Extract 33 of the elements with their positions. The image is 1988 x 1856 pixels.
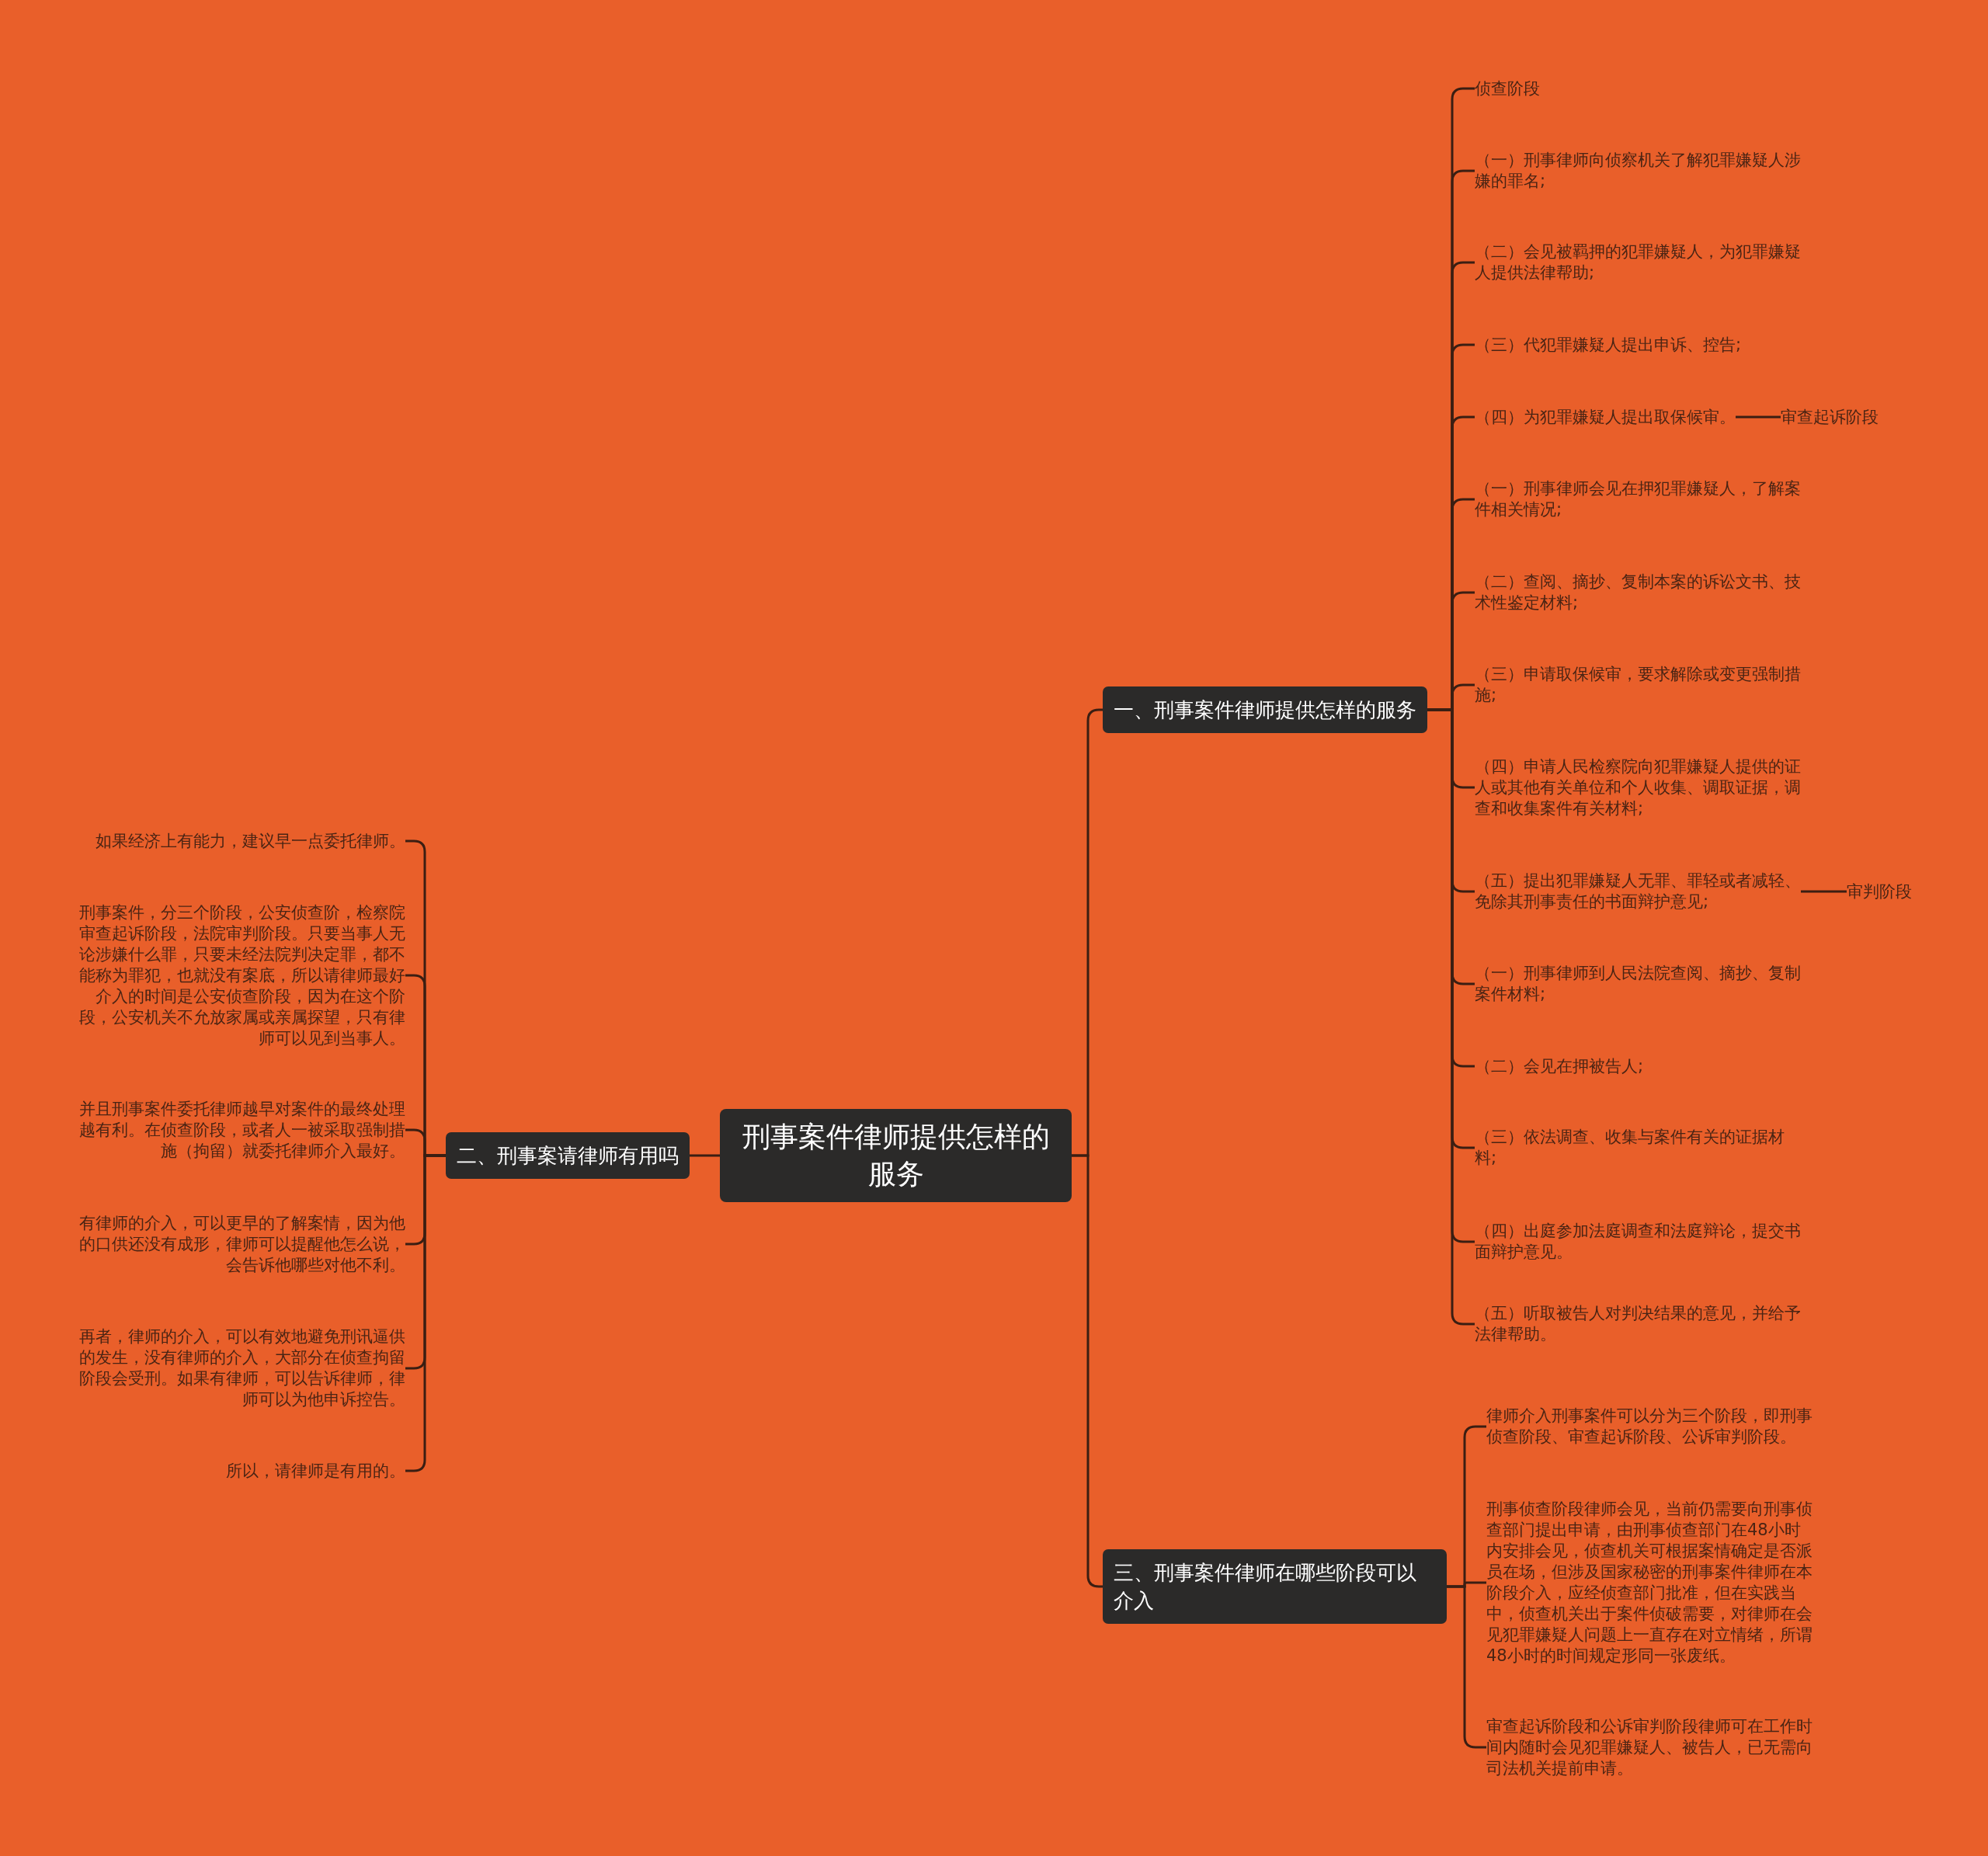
topic-text: 审判阶段 — [1847, 881, 1912, 902]
topic-text: （三）申请取保候审，要求解除或变更强制措施; — [1475, 664, 1801, 706]
topic-text: （三）代犯罪嫌疑人提出申诉、控告; — [1475, 334, 1742, 356]
connector-line — [690, 1154, 720, 1157]
topic-text: 刑事案件，分三个阶段，公安侦查阶，检察院审查起诉阶段，法院审判阶段。只要当事人无论涉嫌什么罪，只要未经法院判决定罪，都不能称为罪犯，也就没有案底，所以请律师最好介入的时间是公安侦查阶段，因为在这个阶段，公安机关不允放家属或亲属探望，只有律师可以见到当事人。 — [79, 902, 405, 1049]
topic-text: （一）刑事律师到人民法院查阅、摘抄、复制案件材料; — [1475, 963, 1801, 1005]
topic-text: （一）刑事律师会见在押犯罪嫌疑人，了解案件相关情况; — [1475, 478, 1801, 520]
topic-text: （四）申请人民检察院向犯罪嫌疑人提供的证人或其他有关单位和个人收集、调取证据，调查和收集案件有关材料; — [1475, 756, 1801, 819]
topic-text: 审查起诉阶段 — [1781, 406, 1879, 428]
topic-text: 侦查阶段 — [1475, 78, 1540, 99]
topic-text: 所以，请律师是有用的。 — [79, 1460, 405, 1482]
topic-text: 如果经济上有能力，建议早一点委托律师。 — [79, 830, 405, 852]
topic-text: （二）查阅、摘抄、复制本案的诉讼文书、技术性鉴定材料; — [1475, 572, 1801, 613]
topic-text: 审查起诉阶段和公诉审判阶段律师可在工作时间内随时会见犯罪嫌疑人、被告人，已无需向司法机关提前申请。 — [1486, 1715, 1812, 1779]
topic-text: （一）刑事律师向侦察机关了解犯罪嫌疑人涉嫌的罪名; — [1475, 150, 1801, 192]
topic-text: 再者，律师的介入，可以有效地避免刑讯逼供的发生，没有律师的介入，大部分在侦查拘留阶段会受刑。如果有律师，可以告诉律师，律师可以为他申诉控告。 — [79, 1326, 405, 1410]
topic-text: （二）会见在押被告人; — [1475, 1055, 1644, 1077]
topic-text: （二）会见被羁押的犯罪嫌疑人，为犯罪嫌疑人提供法律帮助; — [1475, 242, 1801, 283]
branch-topic-box: 二、刑事案请律师有用吗 — [446, 1132, 690, 1179]
topic-text: 刑事侦查阶段律师会见，当前仍需要向刑事侦查部门提出申请，由刑事侦查部门在48小时内安排会见，侦查机关可根据案情确定是否派员在场，但涉及国家秘密的刑事案件律师在本阶段介入，应经侦查部门批准，但在实践当中，侦查机关出于案件侦破需要，对律师在会见犯罪嫌疑人问题上一直存在对立情绪，所谓48小时的时间规定形同一张废纸。 — [1486, 1499, 1812, 1667]
central-topic-box: 刑事案件律师提供怎样的服务 — [720, 1109, 1072, 1202]
topic-text: （五）提出犯罪嫌疑人无罪、罪轻或者减轻、免除其刑事责任的书面辩护意见; — [1475, 871, 1801, 912]
topic-text: （三）依法调查、收集与案件有关的证据材料; — [1475, 1127, 1801, 1169]
topic-text: （五）听取被告人对判决结果的意见，并给予法律帮助。 — [1475, 1303, 1801, 1345]
connector-line — [1801, 890, 1847, 893]
connector-line — [1736, 415, 1781, 419]
branch-topic-box: 一、刑事案件律师提供怎样的服务 — [1103, 686, 1427, 733]
topic-text: 有律师的介入，可以更早的了解案情，因为他的口供还没有成形，律师可以提醒他怎么说，会告诉他哪些对他不利。 — [79, 1212, 405, 1276]
branch-topic-box: 三、刑事案件律师在哪些阶段可以介入 — [1103, 1549, 1447, 1624]
topic-text: 并且刑事案件委托律师越早对案件的最终处理越有利。在侦查阶段，或者人一被采取强制措施（拘留）就委托律师介入最好。 — [79, 1098, 405, 1162]
topic-text: 律师介入刑事案件可以分为三个阶段，即刑事侦查阶段、审查起诉阶段、公诉审判阶段。 — [1486, 1406, 1812, 1448]
topic-text: （四）为犯罪嫌疑人提出取保候审。 — [1475, 406, 1736, 428]
topic-text: （四）出庭参加法庭调查和法庭辩论，提交书面辩护意见。 — [1475, 1221, 1801, 1263]
